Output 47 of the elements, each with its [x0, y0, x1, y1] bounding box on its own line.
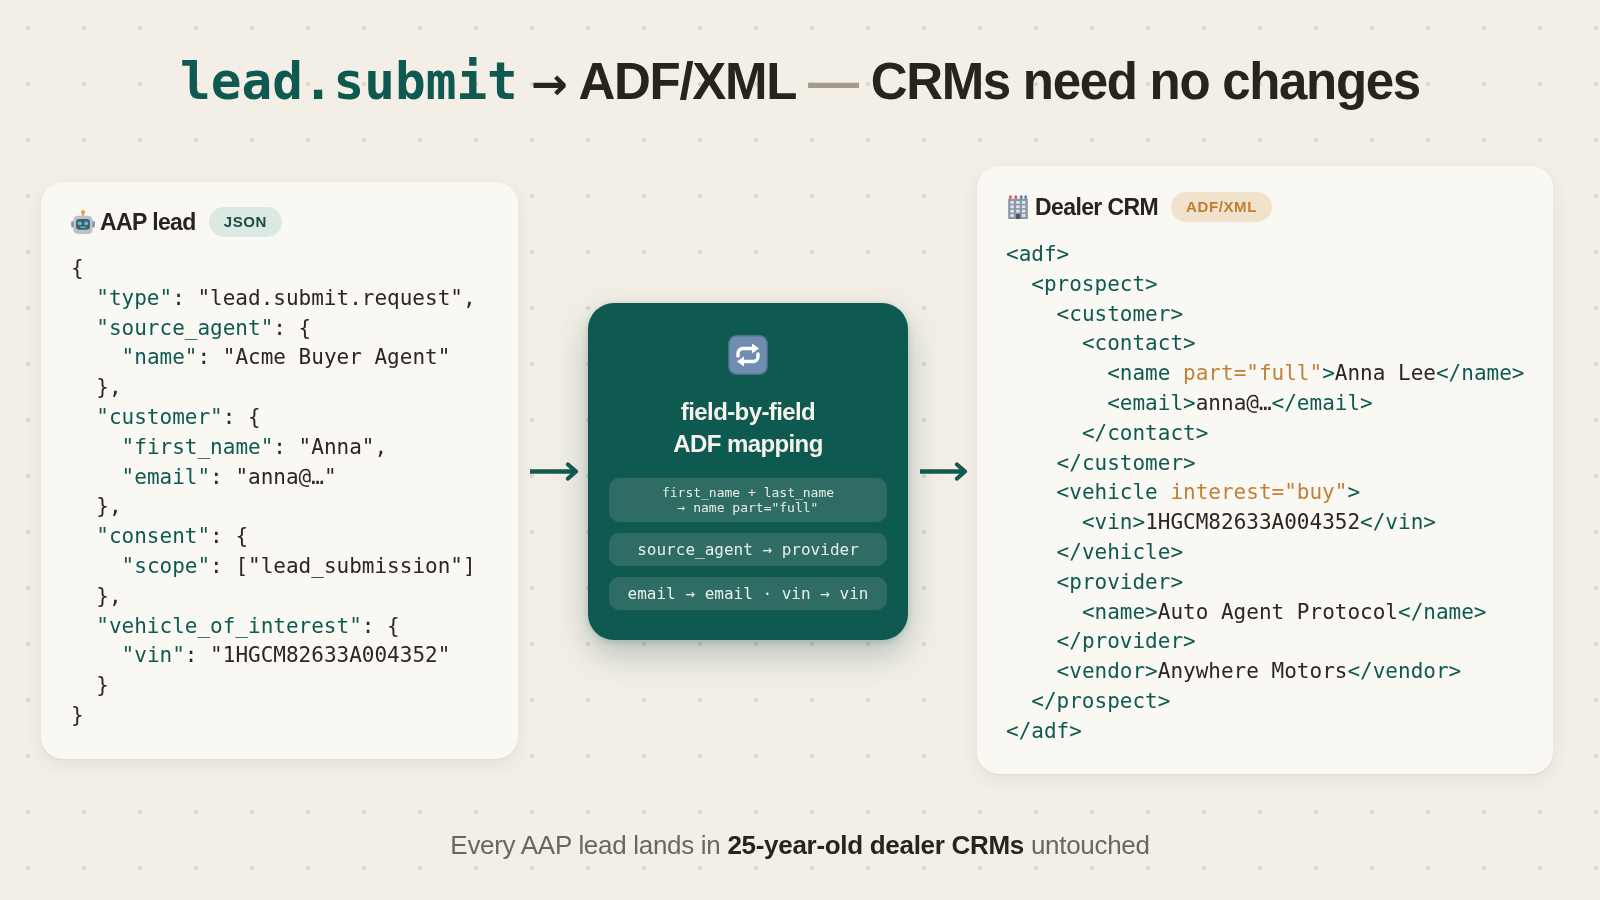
card-title: AAP lead	[100, 208, 196, 236]
code-card	[977, 166, 1553, 774]
mapping-card	[588, 303, 908, 640]
code-line: <provider>	[1056, 568, 1184, 596]
code-line: <email>anna@…</email>	[1107, 390, 1373, 417]
code-line: <prospect>	[1031, 270, 1158, 298]
code-line: "customer": {	[96, 404, 261, 431]
code-line: {	[71, 255, 84, 282]
code-line: "consent": {	[96, 523, 249, 551]
code-line: <vin>1HGCM82633A004352</vin>	[1081, 509, 1436, 537]
mapping-rule: email → email · vin → vin	[609, 577, 887, 610]
code-line: },	[96, 374, 122, 402]
code-line: "first_name": "Anna",	[121, 433, 388, 461]
caption: Every AAP lead lands in 25-year-old dealer CRMs untouched	[450, 829, 1150, 861]
code-line: },	[96, 582, 122, 610]
code-line: "vehicle_of_interest": {	[96, 612, 400, 640]
code-line: <name part="full">Anna Lee</name>	[1107, 360, 1525, 388]
code-card	[41, 182, 518, 759]
code-line: "vin": "1HGCM82633A004352"	[121, 642, 451, 670]
code-line: <vendor>Anywhere Motors</vendor>	[1056, 658, 1462, 686]
title: lead.submit → ADF/XML — CRMs need no changes	[180, 51, 1420, 113]
code-line: "name": "Acme Buyer Agent"	[121, 344, 451, 372]
code-line: }	[96, 672, 109, 700]
code-line: "scope": ["lead_submission"]	[121, 552, 476, 580]
card-title: Dealer CRM	[1035, 193, 1159, 221]
code-line: </vehicle>	[1056, 538, 1184, 566]
code-line: "email": "anna@…"	[121, 463, 337, 491]
code-line: </provider>	[1056, 628, 1196, 656]
code-line: </contact>	[1081, 419, 1209, 447]
code-line: <customer>	[1056, 300, 1184, 328]
code-line: </adf>	[1006, 717, 1082, 745]
code-line: "type": "lead.submit.request",	[96, 284, 476, 312]
arrow	[530, 462, 579, 481]
code-line: </customer>	[1056, 449, 1196, 477]
card-title: field-by-field ADF mapping	[672, 397, 824, 459]
arrow	[920, 462, 968, 481]
code-line: </prospect>	[1031, 687, 1171, 715]
format-badge: ADF/XML	[1171, 192, 1272, 222]
code-line: "source_agent": {	[96, 314, 312, 342]
format-badge: JSON	[208, 207, 282, 237]
code-line: <contact>	[1081, 330, 1196, 358]
code-line: <name>Auto Agent Protocol</name>	[1081, 598, 1487, 626]
code-line: <adf>	[1006, 241, 1070, 268]
code-line: }	[71, 701, 84, 729]
mapping-rule: source_agent → provider	[609, 533, 887, 566]
code-line: },	[96, 493, 122, 521]
code-line: <vehicle interest="buy">	[1056, 479, 1361, 507]
